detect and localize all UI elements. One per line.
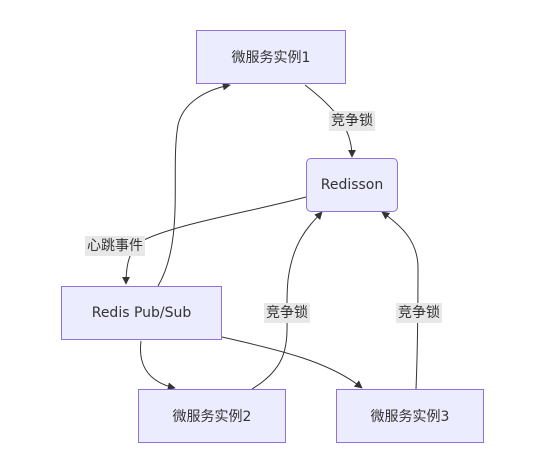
node-redis-pubsub: Redis Pub/Sub [61,286,222,340]
edge-label-heartbeat: 心跳事件 [85,236,145,256]
node-redisson-label: Redisson [320,177,384,193]
edge-instance3-to-redisson [381,211,419,390]
node-instance3-label: 微服务实例3 [370,409,450,425]
node-instance3: 微服务实例3 [336,389,484,443]
node-instance1: 微服务实例1 [196,30,346,84]
node-redisson: Redisson [306,158,398,212]
node-redis-pubsub-label: Redis Pub/Sub [91,305,192,321]
edge-pubsub-to-instance1 [157,82,231,287]
edge-label-instance2-lock: 竞争锁 [264,303,310,323]
node-instance2-label: 微服务实例2 [172,409,252,425]
edge-label-instance3-lock: 竞争锁 [396,303,442,323]
edge-instance2-to-redisson [251,211,323,390]
edge-pubsub-to-instance3 [221,336,363,389]
edge-redisson-to-pubsub [122,196,307,285]
node-instance1-label: 微服务实例1 [231,50,311,66]
edge-label-instance1-lock: 竞争锁 [329,111,375,131]
node-instance2: 微服务实例2 [138,389,286,443]
edge-pubsub-to-instance2 [139,340,176,391]
